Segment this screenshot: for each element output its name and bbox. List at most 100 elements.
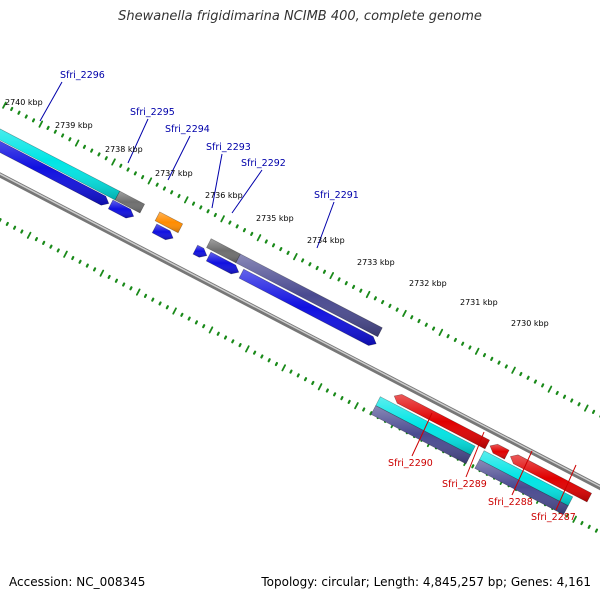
tick-mark (170, 190, 174, 195)
tick-mark (438, 328, 444, 336)
tick-mark (271, 243, 276, 248)
tick-mark (337, 277, 341, 282)
tick-mark (264, 239, 268, 244)
tick-mark (584, 404, 589, 412)
gene-block-navy-shade (370, 405, 472, 465)
tick-mark (213, 212, 217, 218)
tick-mark (431, 326, 436, 331)
tick-mark (565, 513, 569, 518)
tick-mark (238, 343, 242, 348)
backbone-line (0, 172, 600, 491)
tick-mark (504, 364, 508, 369)
feature-track (0, 128, 593, 516)
gene-label: Sfri_2294 (165, 124, 210, 135)
tick-mark (172, 307, 177, 315)
tick-mark (526, 375, 530, 380)
tick-mark (143, 293, 148, 298)
gene-label: Sfri_2292 (241, 158, 286, 169)
leader-line (511, 450, 533, 496)
tick-mark (82, 144, 87, 149)
kbp-label: 2735 kbp (256, 214, 294, 223)
tick-mark (165, 305, 169, 310)
tick-mark (279, 246, 283, 252)
leader-line (231, 169, 263, 214)
tick-mark (572, 515, 577, 523)
tick-mark (533, 379, 537, 384)
leader-line (39, 81, 63, 122)
gene-arrow-blue-shade (205, 251, 240, 275)
tick-mark (577, 402, 581, 407)
tick-mark (296, 373, 300, 378)
tick-mark (541, 383, 545, 388)
tick-mark (216, 331, 220, 336)
tick-mark (591, 409, 596, 414)
gene-label: Sfri_2287 (531, 512, 576, 523)
tick-mark (351, 284, 356, 290)
tick-mark (235, 224, 239, 229)
gene-label: Sfri_2288 (488, 497, 533, 508)
tick-mark (315, 265, 319, 271)
tick-mark (373, 296, 377, 301)
tick-mark (141, 175, 145, 180)
leader-line (465, 431, 485, 478)
tick-mark (228, 220, 232, 225)
leader-line (316, 201, 335, 249)
kbp-label: 2739 kbp (55, 121, 93, 130)
tick-mark (147, 177, 153, 185)
tick-mark (388, 303, 392, 308)
tick-mark (183, 196, 189, 204)
gene-arrow-red-shade (509, 454, 593, 503)
gene-arrow-blue-shade (0, 140, 110, 206)
tick-mark (344, 281, 348, 286)
tick-mark (151, 297, 155, 302)
tick-mark (162, 186, 167, 191)
tick-mark (301, 258, 305, 263)
tick-mark (199, 205, 203, 210)
tick-mark (49, 244, 53, 249)
tick-mark (5, 221, 9, 227)
kbp-label: 2730 kbp (511, 319, 549, 328)
tick-mark (111, 158, 116, 166)
gene-arrow-blue-shade (192, 244, 208, 258)
tick-mark (104, 156, 108, 161)
gene-label: Sfri_2293 (206, 142, 251, 153)
tick-mark (547, 385, 553, 393)
label-leader-lines (39, 81, 577, 511)
tick-mark (245, 345, 250, 353)
tick-mark (107, 274, 111, 280)
tick-mark (286, 250, 290, 255)
tick-mark (56, 248, 60, 253)
tick-mark (369, 411, 373, 416)
genome-stats-text: Topology: circular; Length: 4,845,257 bp… (261, 575, 591, 589)
tick-mark (347, 399, 351, 404)
tick-mark (10, 106, 14, 112)
tick-mark (587, 524, 591, 529)
tick-mark (135, 288, 141, 296)
tick-mark (471, 464, 475, 469)
tick-mark (231, 339, 235, 344)
gene-block-orange-shade (154, 211, 184, 234)
tick-mark (260, 354, 264, 359)
tick-mark (267, 358, 271, 363)
accession-text: Accession: NC_008345 (9, 575, 146, 589)
tick-mark (187, 316, 191, 321)
tick-mark (68, 137, 72, 142)
leader-line (127, 118, 149, 164)
tick-mark (0, 218, 2, 223)
tick-mark (511, 366, 516, 374)
tick-mark (78, 259, 82, 264)
tick-mark (424, 322, 428, 327)
tick-mark (191, 201, 196, 206)
tick-mark (253, 350, 257, 355)
tick-mark (311, 380, 315, 386)
tick-mark (31, 118, 36, 123)
backbone-track (0, 172, 600, 491)
tick-mark (208, 326, 214, 334)
tick-mark (333, 392, 337, 397)
tick-mark (325, 388, 329, 393)
tick-mark (17, 110, 21, 115)
gene-label: Sfri_2295 (130, 107, 175, 118)
tick-mark (293, 253, 298, 261)
tick-mark (220, 215, 225, 223)
